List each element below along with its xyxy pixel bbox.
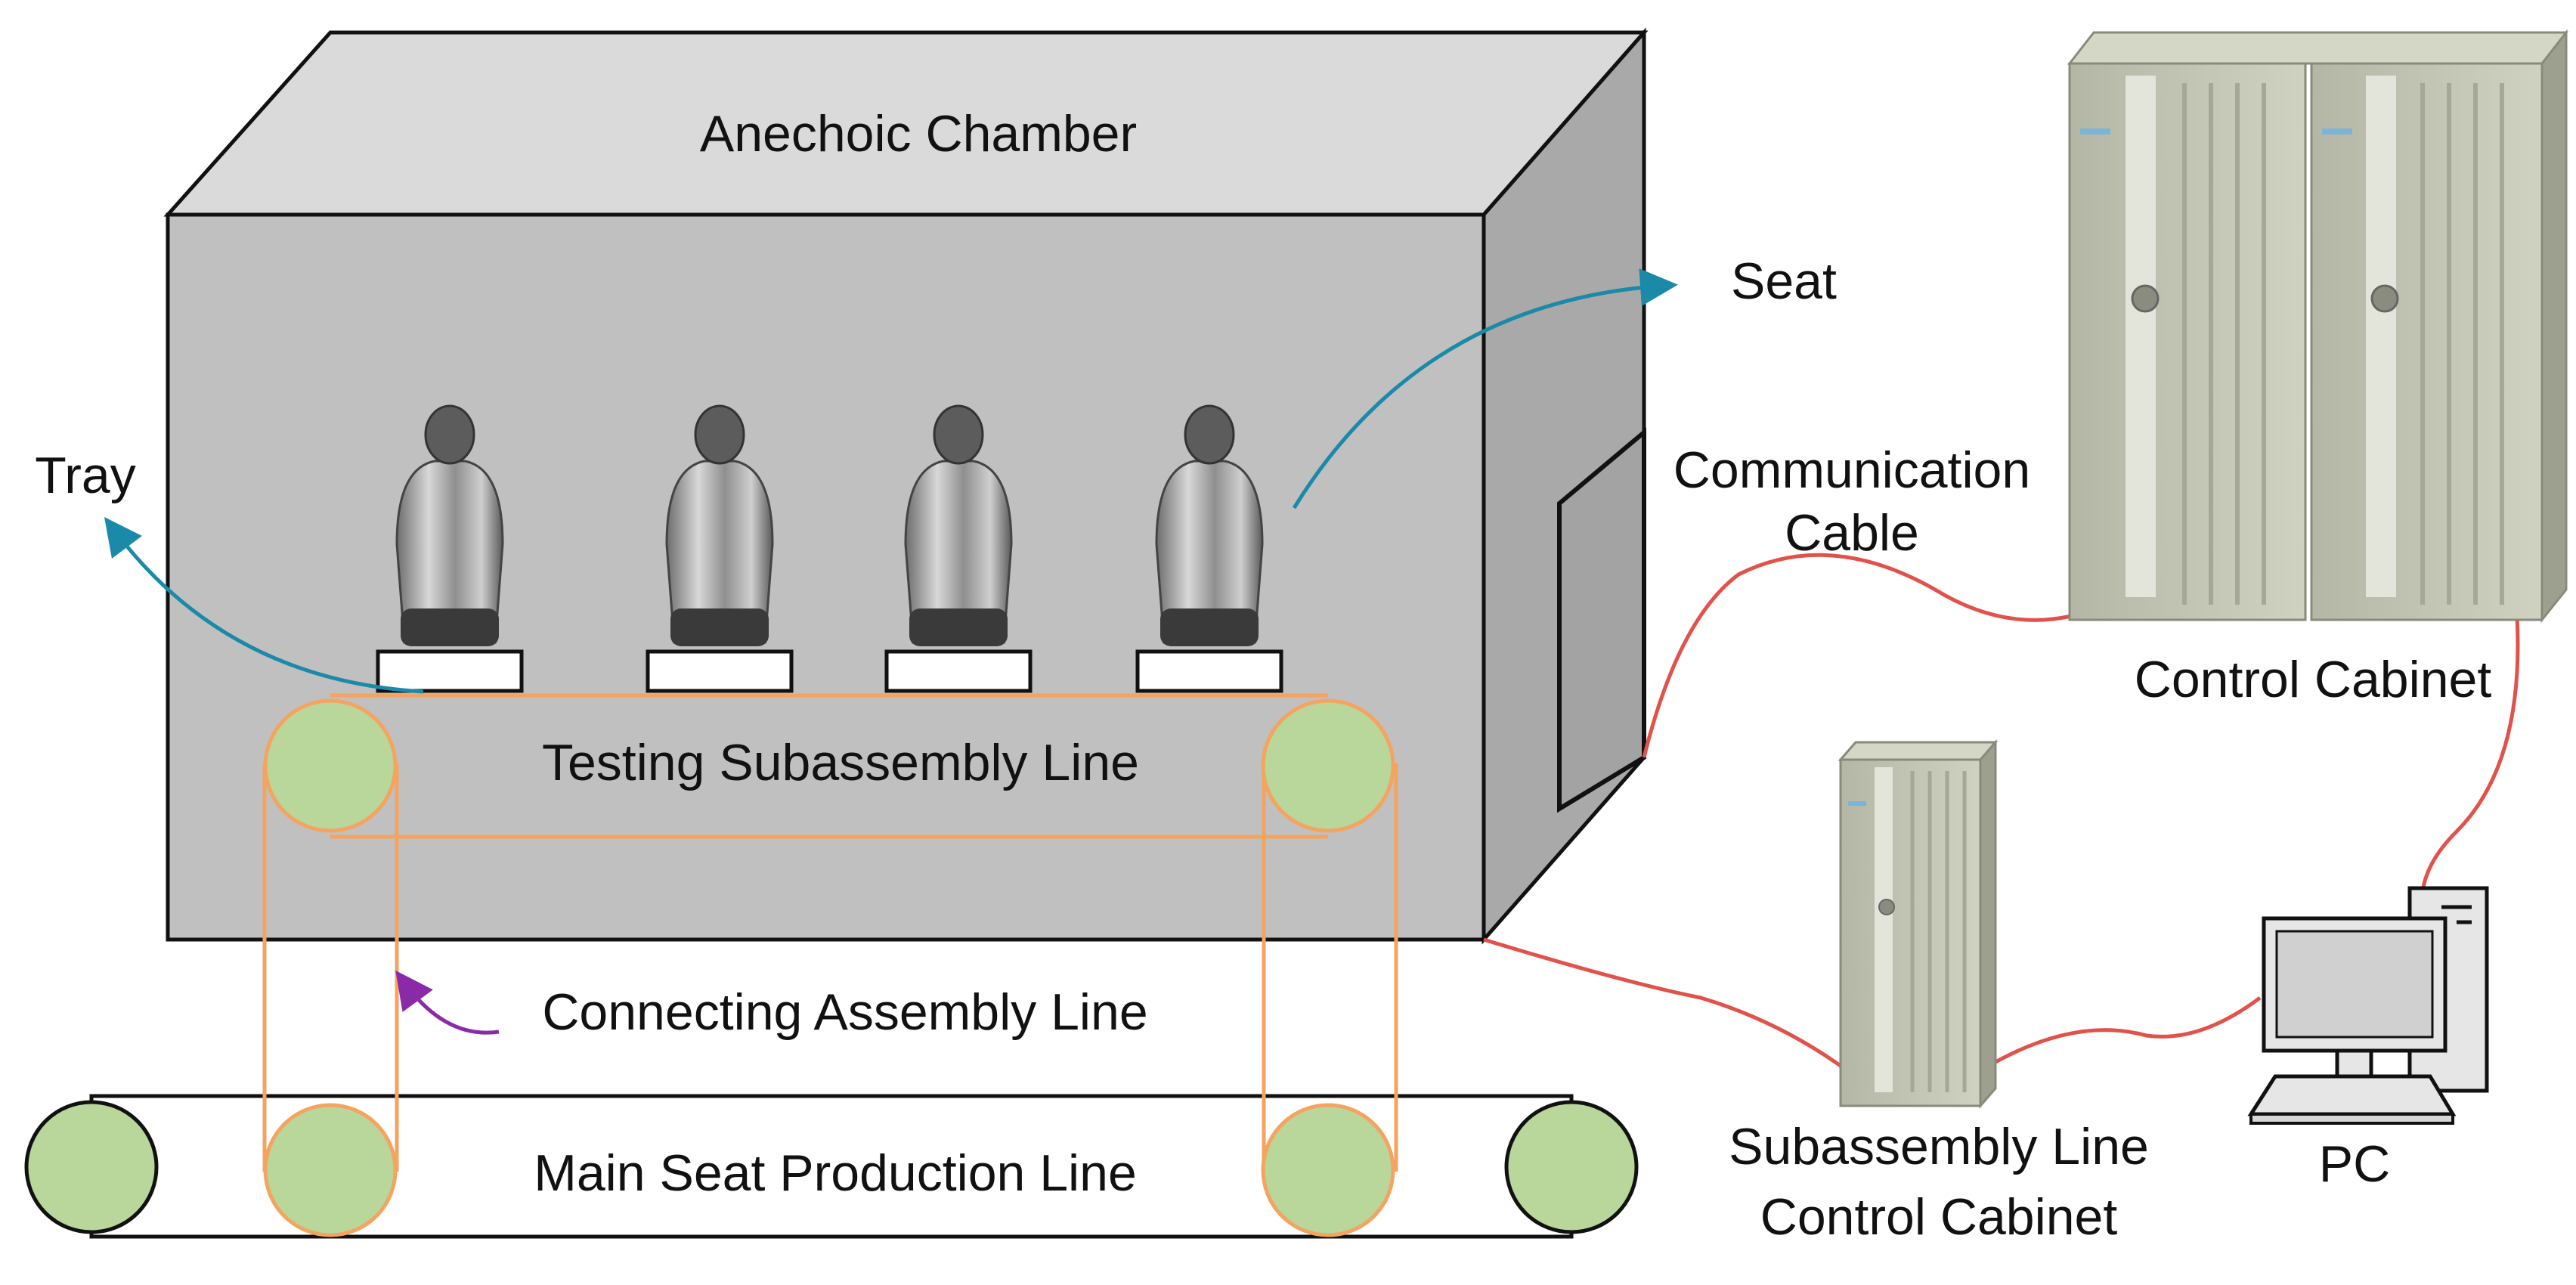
testing-subassembly-line: Testing Subassembly Line — [263, 693, 1395, 839]
connecting-line-label: Connecting Assembly Line — [542, 983, 1147, 1041]
sub-cabinet-top — [1838, 741, 1999, 761]
tray-label: Tray — [35, 447, 135, 504]
connecting-assembly-line — [262, 763, 1398, 1172]
seat-3 — [884, 404, 1033, 693]
control-cabinet-side — [2540, 29, 2568, 624]
control-cabinet — [2067, 29, 2569, 624]
seat-1 — [376, 404, 524, 693]
tray-3 — [884, 649, 1033, 693]
control-cabinet-knob-right — [2370, 284, 2399, 313]
comm-cable-label-line1: Communication — [1673, 441, 2030, 499]
tray-4 — [1135, 649, 1283, 693]
pc-keyboard-edge — [2249, 1113, 2454, 1125]
sub-cabinet-label-line1: Subassembly Line — [1729, 1118, 2149, 1175]
seat-4-cushion — [1160, 608, 1259, 646]
pc-keyboard — [2247, 1074, 2457, 1116]
testing-roller-right — [1261, 698, 1395, 833]
seat-4 — [1135, 404, 1283, 693]
control-cabinet-badge-left — [2080, 128, 2110, 135]
seat-4-headrest — [1184, 404, 1235, 465]
main-line-roller-right — [1504, 1100, 1639, 1234]
control-cabinet-label: Control Cabinet — [2135, 651, 2492, 708]
tray-2 — [646, 649, 794, 693]
sub-cabinet-vents — [1910, 771, 1967, 1092]
seat-2-cushion — [670, 608, 769, 646]
seat-2-headrest — [694, 404, 745, 465]
sub-cabinet-side — [1979, 738, 1997, 1110]
junction-rollers — [263, 1103, 1395, 1237]
anechoic-chamber: Anechoic Chamber — [163, 27, 1649, 945]
chamber-label: Anechoic Chamber — [700, 105, 1137, 163]
connecting-arrow — [395, 970, 500, 1035]
tray-1 — [376, 649, 524, 693]
control-cabinet-badge-right — [2322, 128, 2352, 135]
cable-chamber-to-control — [1642, 553, 2072, 758]
main-line-label: Main Seat Production Line — [534, 1144, 1137, 1202]
cable-control-to-pc — [2420, 615, 2520, 893]
seat-3-back — [904, 460, 1013, 644]
tray-arrow — [104, 517, 424, 694]
sub-cabinet-label-line2: Control Cabinet — [1760, 1188, 2118, 1246]
seat-group — [376, 404, 1283, 693]
main-line-roller-left — [24, 1100, 159, 1234]
sub-cabinet-stripe — [1875, 767, 1893, 1092]
seat-1-cushion — [401, 608, 499, 646]
junction-roller-left — [263, 1103, 398, 1237]
control-cabinet-unit-left — [2068, 62, 2307, 621]
chamber-front-face — [166, 212, 1486, 942]
seat-1-back — [395, 460, 504, 644]
seat-4-back — [1155, 460, 1264, 644]
cable-subcabinet-to-pc — [1994, 995, 2262, 1064]
cable-chamber-to-subcabinet — [1483, 937, 1842, 1068]
sub-cabinet-badge — [1848, 801, 1866, 806]
control-cabinet-knob-left — [2131, 284, 2160, 313]
pc-label: PC — [2319, 1135, 2390, 1193]
control-cabinet-unit-right — [2310, 62, 2543, 621]
seat-arrow — [1292, 268, 1678, 509]
testing-line-label: Testing Subassembly Line — [542, 734, 1139, 791]
control-cabinet-stripe-left — [2126, 76, 2156, 597]
seat-label: Seat — [1731, 252, 1837, 310]
seat-2-back — [665, 460, 774, 644]
comm-cable-label-line2: Cable — [1785, 504, 1919, 562]
subassembly-control-cabinet — [1838, 738, 1999, 1110]
control-cabinet-vents — [2182, 83, 2504, 605]
junction-roller-right — [1261, 1103, 1395, 1237]
pc-monitor-screen — [2275, 930, 2434, 1039]
pc-computer — [2247, 886, 2489, 1125]
seat-3-headrest — [933, 404, 984, 465]
testing-roller-left — [263, 698, 398, 833]
pc-monitor-stand — [2335, 1048, 2373, 1080]
seat-1-headrest — [424, 404, 475, 465]
control-cabinet-stripe-right — [2366, 76, 2396, 597]
seat-3-cushion — [909, 608, 1008, 646]
seat-2 — [646, 404, 794, 693]
communication-cables — [1483, 553, 2520, 1068]
sub-cabinet-knob — [1878, 899, 1895, 915]
control-cabinet-top — [2067, 31, 2569, 65]
